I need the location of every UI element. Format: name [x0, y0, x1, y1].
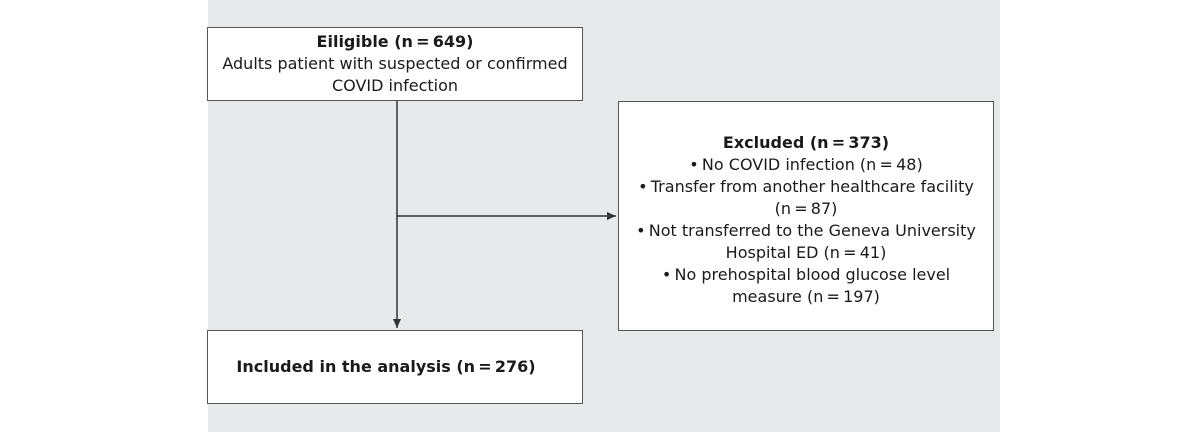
excluded-line: • No COVID infection (n = 48)	[689, 155, 923, 174]
eligible-box: Eiligible (n = 649) Adults patient with …	[207, 27, 583, 101]
eligible-title: Eiligible (n = 649)	[316, 32, 474, 51]
excluded-line: • Transfer from another healthcare facil…	[638, 177, 974, 196]
eligible-line: COVID infection	[331, 76, 459, 95]
excluded-line: Hospital ED (n = 41)	[725, 243, 887, 262]
excluded-line: • No prehospital blood glucose level	[661, 265, 951, 284]
excluded-title: Excluded (n = 373)	[722, 133, 890, 152]
eligible-line: Adults patient with suspected or confirm…	[222, 54, 568, 73]
excluded-line: (n = 87)	[774, 199, 838, 218]
excluded-box: Excluded (n = 373) • No COVID infection …	[618, 101, 994, 331]
included-box: Included in the analysis (n = 276)	[207, 330, 583, 404]
excluded-line: • Not transferred to the Geneva Universi…	[636, 221, 976, 240]
excluded-line: measure (n = 197)	[732, 287, 880, 306]
included-title: Included in the analysis (n = 276)	[236, 357, 536, 376]
